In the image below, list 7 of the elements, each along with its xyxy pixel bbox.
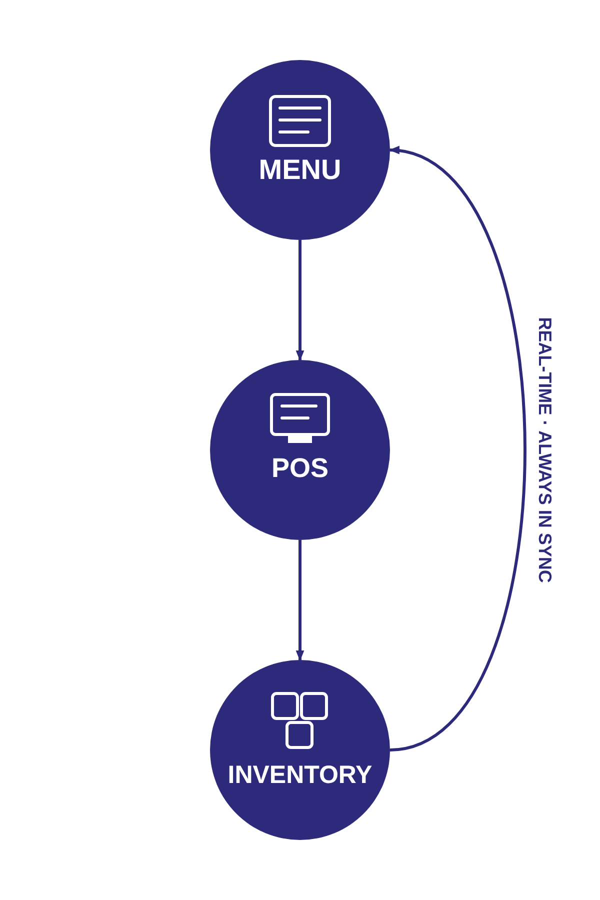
- arrow: [296, 540, 304, 662]
- step-label: MENU: [258, 156, 342, 184]
- edge-label: REAL-TIME · ALWAYS IN SYNC: [536, 315, 554, 585]
- step-label: POS: [271, 455, 329, 482]
- curved-arrow: [389, 148, 526, 752]
- arrow: [296, 240, 304, 362]
- step-label: INVENTORY: [228, 763, 372, 788]
